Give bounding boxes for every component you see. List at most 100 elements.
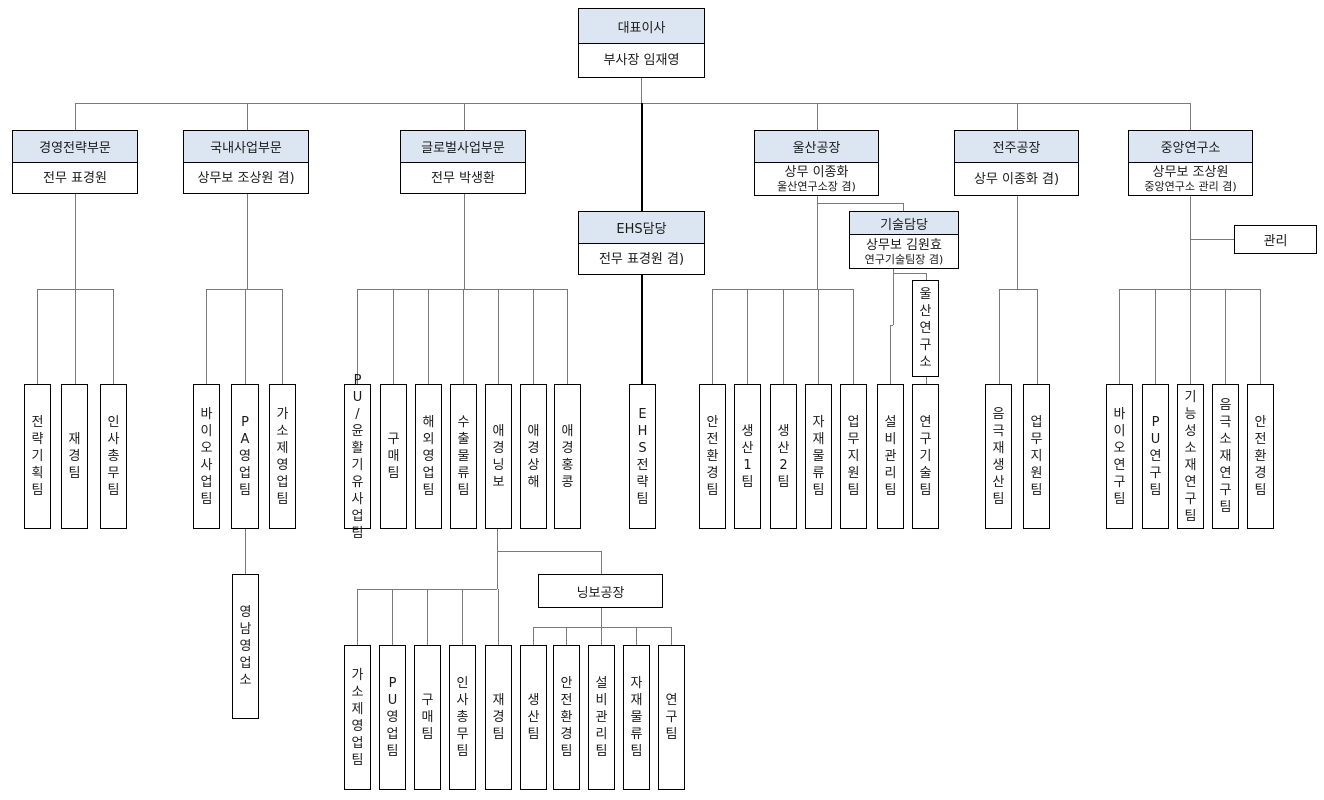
division-title: 기술담당 [850,212,958,235]
connector-line [206,289,208,384]
division-tech[interactable]: 기술담당 상무보 김원효 연구기술팀장 겸) [849,211,959,269]
connector-line [567,289,569,384]
division-domestic[interactable]: 국내사업부문 상무보 조상원 겸) [183,130,309,194]
ningbo-plant-box[interactable]: 닝보공장 [538,574,663,608]
connector-line [1190,289,1192,384]
division-global[interactable]: 글로벌사업부문 전무 박생환 [400,130,526,194]
division-ulsan[interactable]: 울산공장 상무 이종화 울산연구소장 겸) [754,130,879,196]
connector-line [1190,103,1192,130]
connector-line [903,203,905,211]
connector-line [817,103,819,130]
division-title: 국내사업부문 [184,131,308,163]
connector-line [641,275,643,384]
ceo-title: 대표이사 [579,9,704,44]
division-head: 전무 표경원 [43,170,107,186]
ningbo-plant-label: 닝보공장 [576,585,625,601]
division-head: 상무 이종화 [784,165,849,180]
connector-line [245,289,247,384]
rnd-admin-box[interactable]: 관리 [1234,225,1317,254]
connector-line [1155,289,1157,384]
division-title: 전주공장 [955,131,1078,163]
connector-line [601,627,603,645]
connector-line [247,194,249,289]
connector-line [999,289,1037,291]
connector-line [75,289,77,384]
connector-line [566,627,568,645]
division-mgmt[interactable]: 경영전략부문 전무 표경원 [12,130,138,194]
connector-line [428,289,430,384]
division-head: 상무보 김원효 [866,237,942,253]
connector-line [783,289,785,384]
connector-line [75,103,1190,105]
division-head-note: 중앙연구소 관리 겸) [1144,180,1237,193]
division-ehs[interactable]: EHS담당 전무 표경원 겸) [578,211,705,275]
division-rnd[interactable]: 중앙연구소 상무보 조상원 중앙연구소 관리 겸) [1128,130,1253,196]
division-head: 전무 표경원 겸) [598,251,685,267]
ceo-box[interactable]: 대표이사 부사장 임재영 [578,8,705,78]
connector-line [357,289,359,384]
division-head: 상무 이종화 겸) [973,171,1060,187]
division-jeonju[interactable]: 전주공장 상무 이종화 겸) [954,130,1079,196]
division-title: EHS담당 [579,212,704,244]
connector-line [464,194,466,289]
